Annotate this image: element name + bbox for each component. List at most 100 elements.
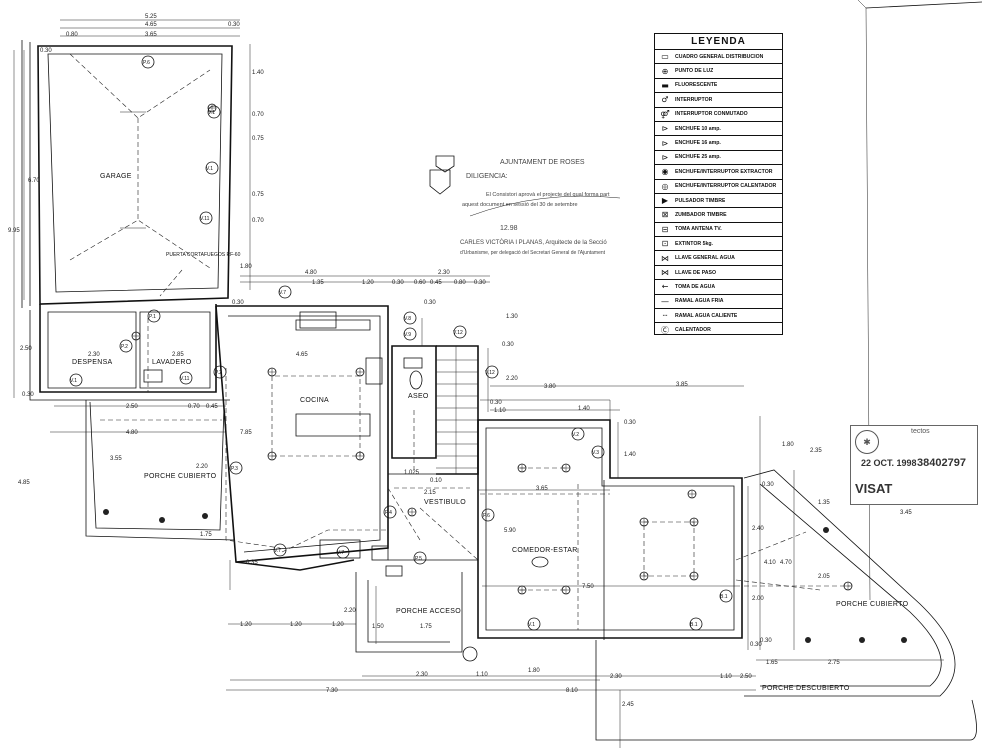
legend-row: ⊳ENCHUFE 25 amp. bbox=[655, 151, 782, 166]
svg-text:0.30: 0.30 bbox=[474, 280, 486, 286]
svg-text:3.80: 3.80 bbox=[544, 384, 556, 390]
legend-label: FLUORESCENTE bbox=[675, 82, 718, 89]
municipal-stamp: AJUNTAMENT DE ROSES DILIGENCIA: El Consi… bbox=[429, 155, 621, 256]
svg-text:V.3: V.3 bbox=[592, 450, 599, 456]
svg-text:0.75: 0.75 bbox=[252, 192, 264, 198]
svg-text:0.45: 0.45 bbox=[430, 280, 442, 286]
svg-text:1.50: 1.50 bbox=[372, 624, 384, 630]
legend-row: ⊡EXTINTOR 5kg. bbox=[655, 237, 782, 252]
svg-text:0.30: 0.30 bbox=[232, 300, 244, 306]
room-porche-descubierto: PORCHE DESCUBIERTO bbox=[762, 685, 850, 692]
svg-text:2.00: 2.00 bbox=[752, 596, 764, 602]
svg-text:8.10: 8.10 bbox=[566, 688, 578, 694]
svg-text:4.85: 4.85 bbox=[18, 480, 30, 486]
svg-text:V.1: V.1 bbox=[70, 378, 77, 384]
svg-text:0.60: 0.60 bbox=[414, 280, 426, 286]
room-porche-cubierto-left: PORCHE CUBIERTO bbox=[144, 473, 217, 480]
svg-text:B.1: B.1 bbox=[690, 622, 698, 628]
legend-row: ⊠ ZUMBADOR TIMBRE bbox=[655, 208, 782, 223]
legend-row: ▬FLUORESCENTE bbox=[655, 79, 782, 94]
legend-row: ⊳ ENCHUFE 16 amp. bbox=[655, 136, 782, 151]
svg-text:3.65: 3.65 bbox=[536, 486, 548, 492]
room-vestibulo: VESTIBULO bbox=[424, 499, 466, 506]
svg-text:4.10: 4.10 bbox=[764, 560, 776, 566]
room-aseo: ASEO bbox=[408, 393, 429, 400]
svg-text:0.35: 0.35 bbox=[246, 560, 258, 566]
svg-text:V.1: V.1 bbox=[206, 166, 213, 172]
room-garage: GARAGE bbox=[100, 173, 132, 180]
svg-text:2.35: 2.35 bbox=[810, 448, 822, 454]
visat-header: tectos bbox=[911, 428, 930, 435]
svg-text:1.20: 1.20 bbox=[290, 622, 302, 628]
legend-label: ENCHUFE 16 amp. bbox=[675, 140, 721, 147]
svg-text:1.20: 1.20 bbox=[332, 622, 344, 628]
svg-text:7.85: 7.85 bbox=[240, 430, 252, 436]
svg-text:0.30: 0.30 bbox=[228, 22, 240, 28]
legend-label: PULSADOR TIMBRE bbox=[675, 197, 726, 204]
svg-text:2.20: 2.20 bbox=[344, 608, 356, 614]
svg-text:7.50: 7.50 bbox=[582, 584, 594, 590]
legend-row: ←TOMA DE AGUA bbox=[655, 280, 782, 295]
light-points bbox=[131, 103, 853, 595]
svg-text:4.65: 4.65 bbox=[145, 22, 157, 28]
comedor-walls bbox=[477, 348, 743, 640]
svg-text:1.025: 1.025 bbox=[404, 470, 420, 476]
svg-text:V.12: V.12 bbox=[485, 370, 495, 376]
page-fold bbox=[857, 0, 871, 601]
svg-text:0.30: 0.30 bbox=[760, 638, 772, 644]
legend-symbol-icon: — bbox=[661, 296, 669, 306]
legend-symbol-icon: ⊳ bbox=[661, 124, 669, 134]
legend-row: ⚤INTERRUPTOR CONMUTADO bbox=[655, 108, 782, 122]
aseo-walls bbox=[391, 345, 437, 459]
legend-label: CALENTADOR bbox=[675, 327, 711, 334]
legend-label: LLAVE DE PASO bbox=[675, 269, 717, 276]
svg-text:El Consistori aprovà el projec: El Consistori aprovà el projecte del qua… bbox=[486, 192, 610, 198]
svg-text:9.95: 9.95 bbox=[8, 228, 20, 234]
svg-text:2.75: 2.75 bbox=[828, 660, 840, 666]
legend-symbol-icon: ← bbox=[661, 282, 669, 292]
svg-text:aquest document en sessió del: aquest document en sessió del 30 de sete… bbox=[462, 202, 578, 208]
visat-number: 38402797 bbox=[917, 457, 966, 469]
svg-text:0.70: 0.70 bbox=[252, 112, 264, 118]
svg-text:5.25: 5.25 bbox=[145, 14, 157, 20]
svg-text:2.40: 2.40 bbox=[752, 526, 764, 532]
svg-text:0.45: 0.45 bbox=[206, 404, 218, 410]
legend-symbol-icon: ◉ bbox=[661, 167, 669, 177]
svg-text:1.40: 1.40 bbox=[252, 70, 264, 76]
svg-text:2.20: 2.20 bbox=[506, 376, 518, 382]
svg-text:0.30: 0.30 bbox=[22, 392, 34, 398]
legend-label: RAMAL AGUA FRIA bbox=[675, 298, 724, 305]
svg-text:P.6: P.6 bbox=[483, 513, 490, 519]
legend-symbol-icon: ▶ bbox=[661, 196, 669, 206]
svg-text:P.2: P.2 bbox=[215, 370, 222, 376]
svg-text:0.30: 0.30 bbox=[762, 482, 774, 488]
legend-title: LEYENDA bbox=[655, 34, 782, 50]
svg-text:3.45: 3.45 bbox=[900, 510, 912, 516]
svg-text:V.7: V.7 bbox=[279, 290, 286, 296]
wiring-runs bbox=[147, 318, 821, 630]
svg-text:B.1: B.1 bbox=[720, 594, 728, 600]
stairs bbox=[436, 345, 479, 475]
garage-walls bbox=[21, 40, 233, 308]
legend-symbol-icon: Ⓒ bbox=[661, 325, 669, 335]
svg-text:1.20: 1.20 bbox=[240, 622, 252, 628]
room-cocina: COCINA bbox=[300, 397, 329, 404]
legend-table: LEYENDA ▭CUADRO GENERAL DISTRIBUCION⊕PUN… bbox=[654, 33, 783, 335]
cocina-walls bbox=[215, 305, 389, 571]
svg-text:6.70: 6.70 bbox=[28, 178, 40, 184]
legend-label: INTERRUPTOR bbox=[675, 96, 713, 103]
legend-symbol-icon: ⊳ bbox=[661, 138, 669, 148]
legend-symbol-icon: ⊠ bbox=[661, 210, 669, 220]
legend-symbol-icon: ⚤ bbox=[660, 109, 670, 119]
svg-text:7.30: 7.30 bbox=[326, 688, 338, 694]
svg-text:4.80: 4.80 bbox=[305, 270, 317, 276]
svg-text:0.30: 0.30 bbox=[392, 280, 404, 286]
svg-text:2.05: 2.05 bbox=[818, 574, 830, 580]
seal-icon: ✱ bbox=[855, 430, 879, 454]
porche-right-walls bbox=[743, 469, 956, 697]
svg-text:P.5: P.5 bbox=[415, 556, 422, 562]
seal-icon bbox=[429, 169, 451, 195]
legend-label: ZUMBADOR TIMBRE bbox=[675, 211, 727, 218]
coat-of-arms-icon bbox=[435, 155, 455, 173]
